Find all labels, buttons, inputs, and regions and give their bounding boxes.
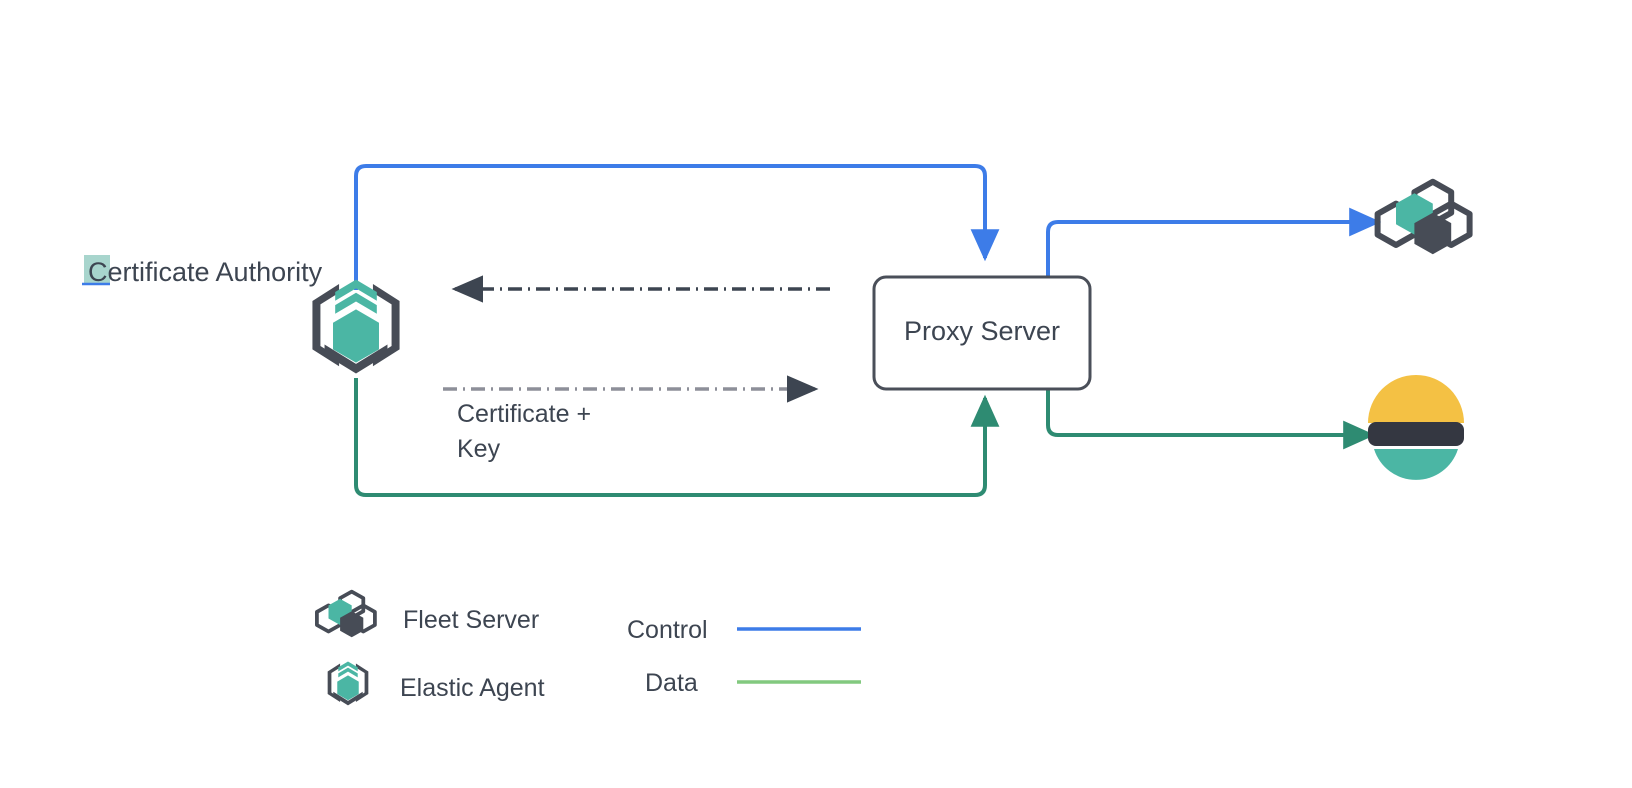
certificate-authority-node[interactable] — [312, 279, 400, 374]
legend-label-fleet-server: Fleet Server — [403, 606, 539, 634]
legend-item-fleet-server: Fleet Server — [315, 589, 539, 638]
elastic-agent-icon — [327, 661, 369, 706]
control-edge-agent-to-proxy — [354, 164, 1000, 290]
elastic-agent-icon — [312, 279, 400, 374]
control-edge-proxy-to-fleet — [1046, 207, 1382, 278]
elasticsearch-icon — [1368, 375, 1464, 480]
fleet-server-icon — [315, 589, 377, 638]
fleet-server-icon — [1374, 178, 1473, 255]
legend-item-elastic-agent: Elastic Agent — [327, 661, 545, 706]
text-highlight — [84, 255, 110, 285]
certificate-key-line-1: Certificate + — [457, 400, 591, 428]
legend-label-elastic-agent: Elastic Agent — [400, 674, 545, 702]
proxy-server-node[interactable]: Proxy Server — [872, 275, 1092, 391]
certificate-authority-label-group: Certificate Authority — [82, 255, 323, 287]
legend-label-control: Control — [627, 616, 708, 644]
certificate-key-label: Certificate + Key — [457, 400, 591, 463]
fleet-server-node[interactable] — [1374, 178, 1473, 255]
certificate-key-line-2: Key — [457, 435, 501, 463]
legend-item-control: Control — [627, 616, 861, 644]
legend-item-data: Data — [645, 669, 861, 697]
data-edge-agent-to-proxy — [354, 378, 1000, 497]
legend-label-data: Data — [645, 669, 698, 697]
elasticsearch-node[interactable] — [1368, 375, 1464, 480]
certificate-authority-label: Certificate Authority — [88, 257, 323, 287]
data-edge-proxy-to-elasticsearch — [1046, 388, 1376, 450]
proxy-server-label: Proxy Server — [904, 316, 1060, 346]
